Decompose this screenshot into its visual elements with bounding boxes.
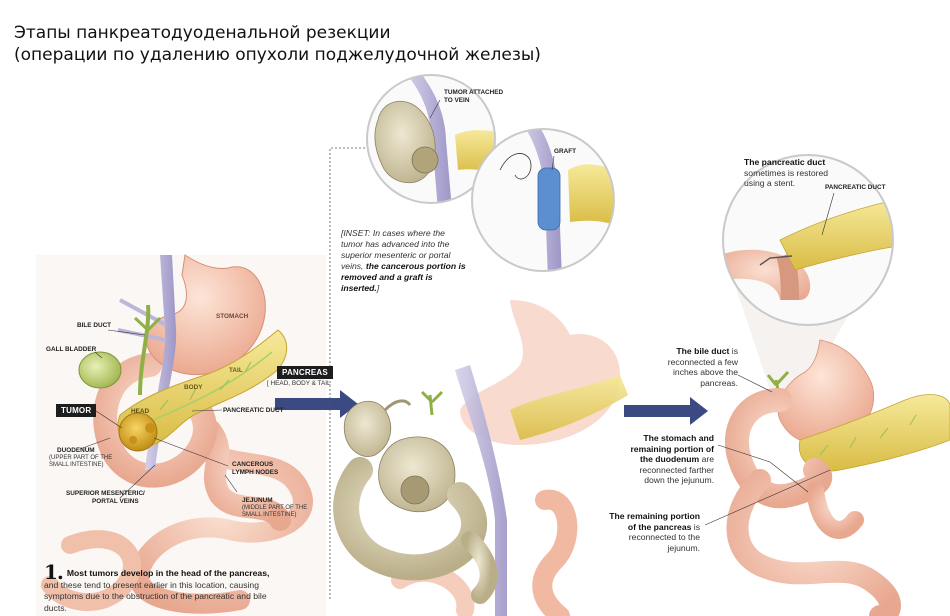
jejunum-loop [532,489,578,616]
label-jejunum: JEJUNUM [242,497,273,504]
step-1-caption: 1.Most tumors develop in the head of the… [44,562,284,614]
label-cancerous-lymph-nodes: CANCEROUS LYMPH NODES [232,461,279,476]
gall-bladder [78,351,122,389]
duodenum [93,353,217,488]
label-pancreatic-duct: PANCREATIC DUCT [223,407,284,414]
step-number: 1. [44,560,64,584]
inset-graft [471,128,615,272]
label-graft: GRAFT [554,148,577,155]
title-line-2: (операции по удалению опухоли поджелудоч… [14,45,541,65]
label-jejunum-sub: (MIDDLE PART OF THE SMALL INTESTINE) [242,505,308,518]
arrow-right-2-icon [624,397,708,425]
step-1-bold: Most tumors develop in the head of the p… [66,568,270,578]
label-pancreatic-duct-inset: PANCREATIC DUCT [825,184,886,191]
inset-bracket [329,147,373,600]
note-stomach: The stomach and remaining portion of the… [630,433,714,485]
removed-tissue [333,399,498,604]
arrow-right-1-icon [275,390,358,418]
label-head: HEAD [131,408,150,415]
graft [537,167,561,231]
inset-stent [722,154,894,326]
step-1-rest: and these tend to present earlier in thi… [44,579,267,613]
pancreas-tag: PANCREAS [277,366,333,379]
label-duodenum-sub: (UPPER PART OF THE SMALL INTESTINE) [49,455,113,468]
title-line-1: Этапы панкреатодуоденальной резекции [14,23,391,43]
bile-duct [138,304,151,396]
label-gall-bladder: GALL BLADDER [46,346,97,353]
note-bile-duct: The bile duct is reconnected a few inche… [667,346,738,388]
panel-3-anatomy [704,154,950,616]
label-stomach: STOMACH [216,313,249,320]
tumor-tag: TUMOR [56,404,97,417]
label-tumor-attached: TUMOR ATTACHED TO VEIN [444,89,504,104]
inset-note: [INSET: In cases where the tumor has adv… [341,228,466,293]
label-tail: TAIL [229,367,243,374]
portal-veins [145,255,177,470]
small-intestine [129,440,313,614]
page-title: Этапы панкреатодуоденальной резекции (оп… [14,22,541,66]
note-pancreas: The remaining portion of the pancreas is… [609,511,700,553]
label-duodenum: DUODENUM [57,447,95,454]
jejunum [199,419,291,531]
inset-tumor-vein [366,74,496,204]
note-stent: The pancreatic duct sometimes is restore… [744,157,829,188]
label-body: BODY [184,384,203,391]
label-superior-mesenteric: SUPERIOR MESENTERIC/ PORTAL VEINS [66,490,145,505]
colon-loop [41,530,141,612]
tumor [118,412,158,452]
panel-3-leaders [704,192,835,526]
panel-1-background [36,255,326,616]
pancreas-remaining [510,375,628,440]
panel-2-anatomy [333,74,628,616]
panel-1-anatomy [36,254,326,616]
panel-1-leaders [79,329,238,499]
stent [759,255,793,266]
pancreas-sub-label: [ HEAD, BODY & TAIL [267,380,331,387]
label-bile-duct: BILE DUCT [77,322,112,329]
